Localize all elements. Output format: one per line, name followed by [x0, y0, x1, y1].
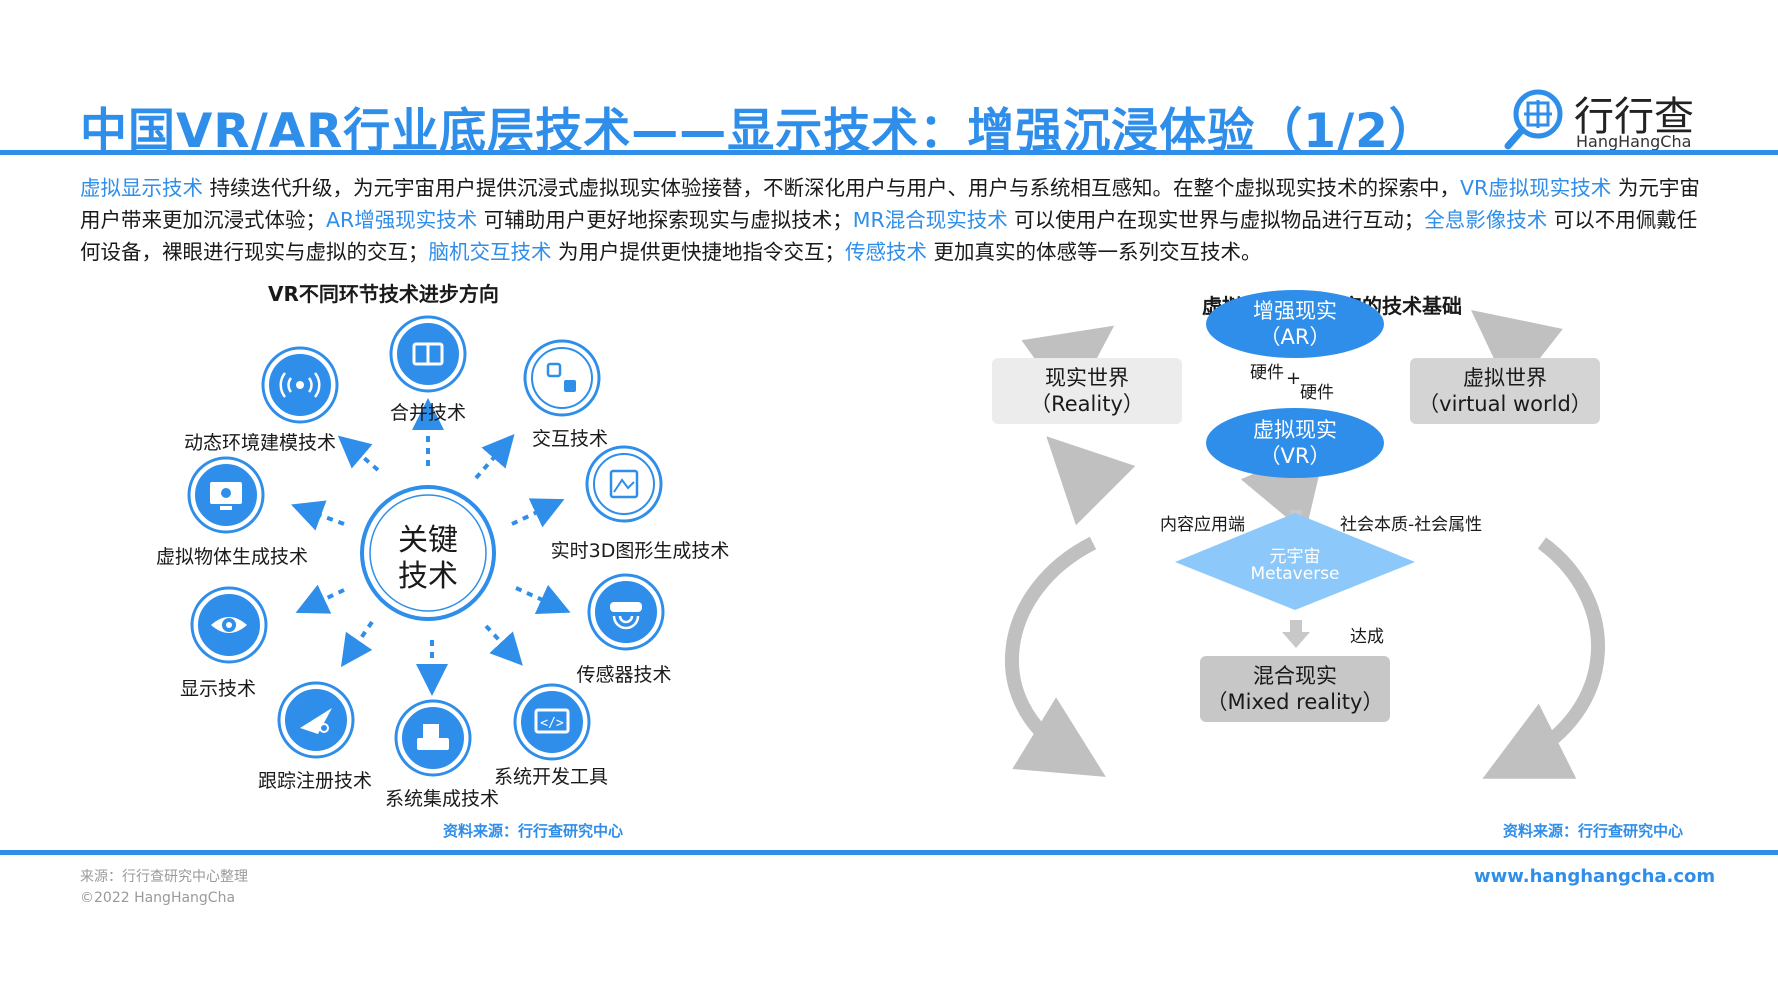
foundation-graphic: [1004, 310, 1605, 779]
intro-keyword: VR虚拟现实技术: [1460, 176, 1612, 200]
merge-icon: [389, 315, 467, 393]
intro-text: 更加真实的体感等一系列交互技术。: [927, 240, 1262, 264]
metaverse-foundation-diagram: 虚拟显示是元宇宙的技术基础 增强现实 （AR） 虚拟现: [880, 270, 1778, 850]
intro-keyword: AR增强现实技术: [326, 208, 478, 232]
left-source-note: 资料来源：行行查研究中心: [443, 822, 624, 840]
mixed-reality-label: 混合现实: [1253, 664, 1337, 688]
footer-divider: [0, 850, 1778, 855]
virtual-world-label: 虚拟世界: [1463, 366, 1547, 390]
tech-label: 实时3D图形生成技术: [550, 540, 730, 562]
header-divider: [0, 150, 1778, 155]
ar-label: 增强现实: [1253, 299, 1337, 323]
tracking-icon: [277, 681, 355, 759]
intro-text: 为用户提供更快捷地指令交互；: [551, 240, 846, 264]
intro-keyword: MR混合现实技术: [852, 208, 1008, 232]
svg-text:</>: </>: [540, 716, 564, 731]
metaverse-label: 元宇宙: [1269, 547, 1321, 567]
code-icon: </>: [513, 683, 591, 761]
footer-copyright: ©2022 HangHangCha: [80, 890, 236, 906]
graphics-3d-icon: [585, 445, 663, 523]
key-tech-diagram: VR不同环节技术进步方向 关键 技术 合并技术交互技术实时3D图形生成: [0, 270, 880, 850]
tech-label: 显示技术: [179, 678, 257, 700]
page-title: 中国VR/AR行业底层技术——显示技术：增强沉浸体验（1/2）: [80, 104, 1437, 159]
magnifier-logo-icon: [1504, 89, 1563, 150]
key-tech-title: VR不同环节技术进步方向: [268, 282, 499, 306]
brand-logo: 行行查 HangHangCha: [1504, 84, 1704, 154]
right-source-note: 资料来源：行行查研究中心: [1503, 822, 1684, 840]
tech-label: 系统集成技术: [384, 788, 500, 810]
footer-website-link[interactable]: www.hanghangcha.com: [1474, 866, 1716, 887]
monitor-icon: [187, 456, 265, 534]
mixed-reality-box: 混合现实 （Mixed reality）: [1200, 656, 1390, 722]
tech-label: 虚拟物体生成技术: [155, 546, 309, 568]
tech-label: 传感器技术: [576, 664, 672, 686]
sensor-icon: [587, 573, 665, 651]
metaverse-diamond: [1175, 513, 1415, 610]
reality-label: 现实世界: [1045, 366, 1129, 390]
tech-label: 系统开发工具: [493, 766, 609, 788]
plus-sign: +: [1286, 368, 1302, 389]
right-curve-arrow: [1482, 537, 1605, 779]
hardware-label-1: 硬件: [1250, 363, 1284, 383]
intro-keyword: 传感技术: [845, 240, 928, 264]
center-key-tech-node: [360, 485, 496, 621]
intro-text: 可以使用户在现实世界与虚拟物品进行互动；: [1007, 208, 1425, 232]
vr-sublabel: （VR）: [1259, 444, 1331, 468]
metaverse-sublabel: Metaverse: [1250, 564, 1340, 584]
intro-text: 持续迭代升级，为元宇宙用户提供沉浸式虚拟现实体验接替，不断深化用户与用户、用户与…: [203, 176, 1461, 200]
reality-box: 现实世界 （Reality）: [992, 358, 1182, 424]
tech-label: 动态环境建模技术: [183, 432, 337, 454]
center-label-line1: 关键: [398, 523, 458, 558]
interaction-icon: [523, 339, 601, 417]
virtual-world-sublabel: （virtual world）: [1418, 392, 1592, 416]
tech-label: 合并技术: [389, 402, 467, 424]
intro-keyword: 脑机交互技术: [428, 240, 552, 264]
signal-icon: [261, 346, 339, 424]
tech-label: 跟踪注册技术: [257, 770, 373, 792]
ar-sublabel: （AR）: [1259, 325, 1331, 349]
logo-name: 行行查: [1574, 94, 1694, 140]
integration-icon: [394, 699, 472, 777]
social-label: 社会本质-社会属性: [1340, 515, 1483, 535]
intro-keyword: 虚拟显示技术: [80, 176, 203, 200]
center-label-line2: 技术: [398, 559, 458, 594]
content-side-label: 内容应用端: [1160, 515, 1245, 535]
intro-text: 为元宇宙用户带来更加沉浸式体验；: [80, 176, 1700, 232]
ar-node: 增强现实 （AR）: [1206, 290, 1384, 358]
hardware-label-2: 硬件: [1300, 383, 1334, 403]
intro-text: 可辅助用户更好地探索现实与虚拟技术；: [477, 208, 853, 232]
left-curve-arrow: [1004, 536, 1106, 777]
intro-text: 可以不用佩戴任何设备，裸眼进行现实与虚拟的交互；: [80, 208, 1698, 264]
vr-label: 虚拟现实: [1253, 418, 1337, 442]
reality-sublabel: （Reality）: [1030, 392, 1144, 416]
vr-node: 虚拟现实 （VR）: [1206, 408, 1384, 478]
intro-keyword: 全息影像技术: [1424, 208, 1548, 232]
eye-icon: [190, 586, 268, 664]
logo-subtitle: HangHangCha: [1576, 132, 1692, 151]
footer-source: 来源：行行查研究中心整理: [80, 869, 248, 885]
mixed-reality-sublabel: （Mixed reality）: [1206, 690, 1384, 714]
virtual-world-box: 虚拟世界 （virtual world）: [1410, 358, 1600, 424]
key-tech-graphic: [290, 398, 571, 696]
achieve-label: 达成: [1350, 627, 1384, 647]
intro-paragraph: 虚拟显示技术 持续迭代升级，为元宇宙用户提供沉浸式虚拟现实体验接替，不断深化用户…: [80, 172, 1705, 268]
tech-label: 交互技术: [531, 428, 609, 450]
radial-arrows: [290, 398, 571, 696]
